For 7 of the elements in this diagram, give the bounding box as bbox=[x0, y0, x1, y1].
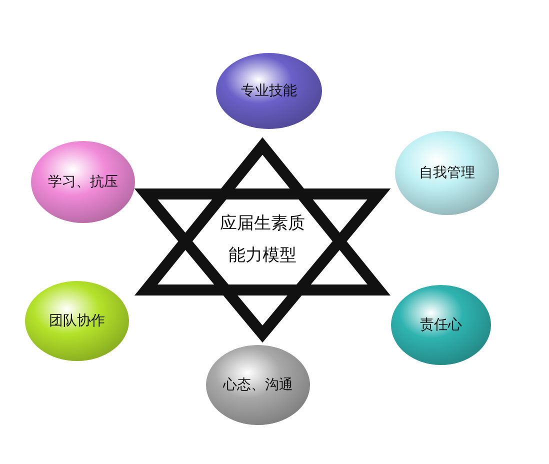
ability-label: 心态、沟通 bbox=[223, 376, 293, 394]
ability-label: 自我管理 bbox=[419, 164, 475, 182]
ability-label: 责任心 bbox=[420, 316, 462, 334]
ability-label: 专业技能 bbox=[241, 82, 297, 100]
ability-label: 团队协作 bbox=[49, 312, 105, 330]
center-title: 应届生素质能力模型 bbox=[219, 212, 306, 268]
ability-label: 学习、抗压 bbox=[48, 173, 118, 191]
